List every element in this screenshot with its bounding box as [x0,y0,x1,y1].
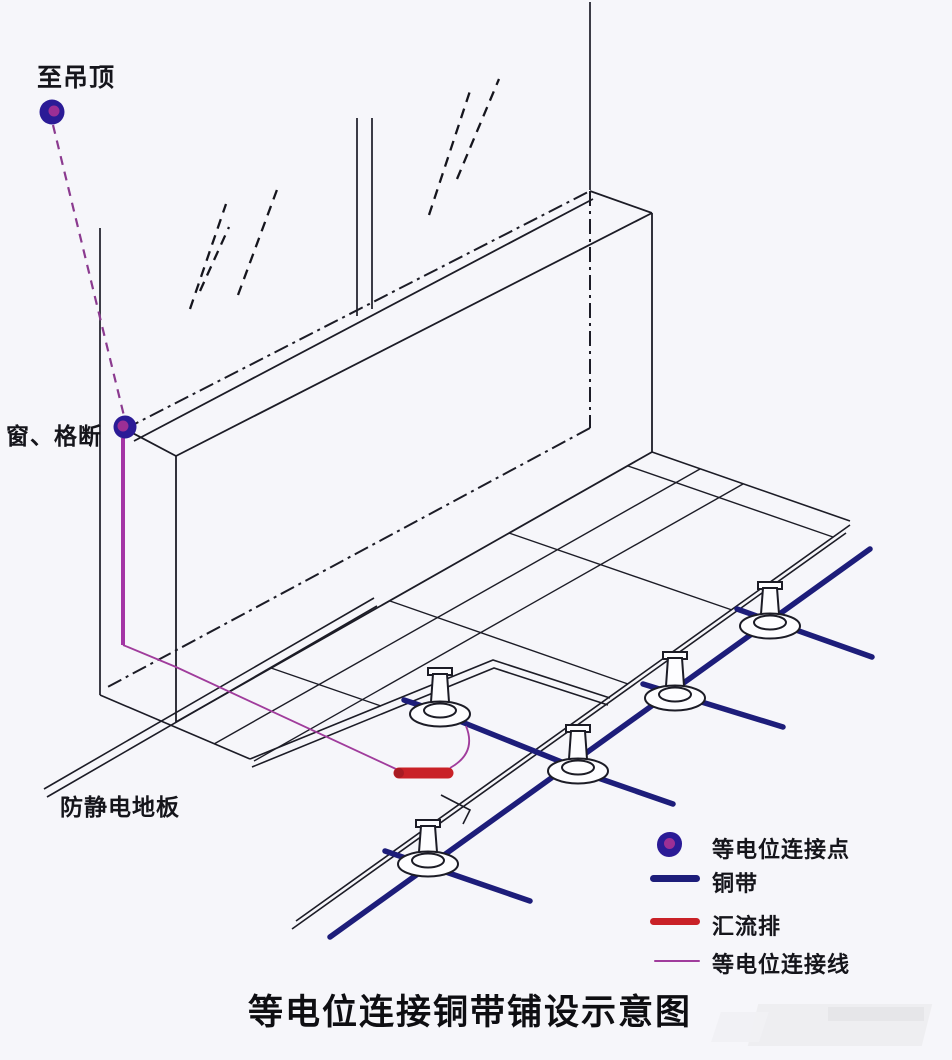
floor-pedestals [397,581,801,878]
connection-point-ceiling-icon [39,99,65,125]
label-antistatic-floor: 防静电地板 [60,794,180,820]
legend-item-busbar: 汇流排 [712,914,782,939]
floor-tile-grid [213,465,834,762]
label-window-partition: 窗、格断 [6,423,102,449]
watermark-block [828,1007,924,1021]
pedestal [547,724,609,785]
glass-hatch-icon [188,78,501,310]
legend-connection-line-icon [654,960,700,962]
tall-wall [99,2,591,695]
pedestal [409,667,471,728]
legend-item-copper-strip: 铜带 [712,871,759,896]
legend-busbar-icon [650,918,700,925]
pedestal [739,581,801,640]
equipotential-connection-line [51,124,471,770]
connection-point-wall-icon [113,415,137,439]
low-wall-hidden-edges [103,190,591,690]
legend-item-connection-line: 等电位连接线 [712,952,851,977]
diagram-title: 等电位连接铜带铺设示意图 [247,993,692,1032]
pedestal [644,651,706,712]
watermark-block [711,1012,769,1042]
legend-copper-strip-icon [650,875,700,882]
busbar [393,767,454,779]
legend-item-connection-point: 等电位连接点 [712,837,851,862]
label-to-ceiling: 至吊顶 [37,64,116,92]
legend-connection-point-icon [657,832,682,857]
copper-strip-grid [327,546,875,940]
pedestal [397,819,459,878]
legend-connection-point-inner [664,838,675,849]
